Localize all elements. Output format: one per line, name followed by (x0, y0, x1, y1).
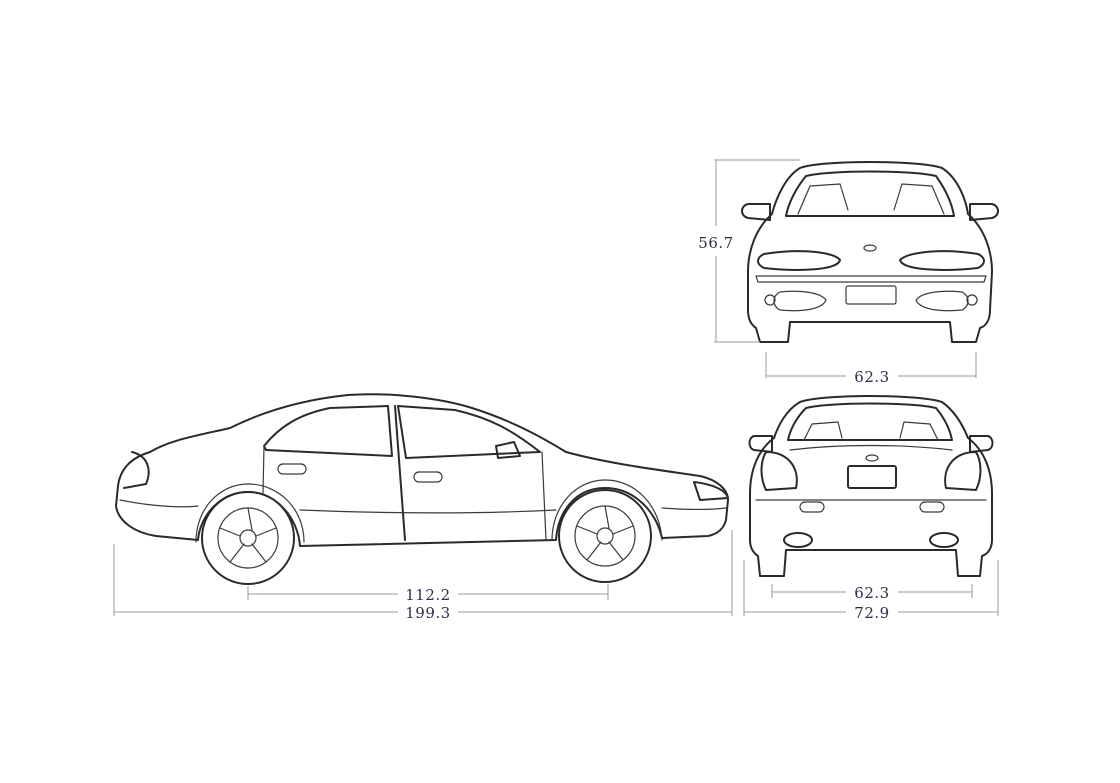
trunk-lid-line (789, 444, 953, 451)
b-pillar (394, 405, 406, 541)
rear-wheel (201, 491, 295, 585)
front-marker-left (764, 294, 776, 306)
headlight-left (757, 250, 841, 271)
front-door-edge (541, 451, 547, 541)
front-emblem (863, 244, 877, 252)
rear-seat-left (803, 421, 843, 441)
side-headlight (693, 481, 729, 501)
front-track-label: 62.3 (854, 368, 889, 386)
foglight-left (773, 290, 827, 312)
rear-mirror-left (748, 435, 773, 453)
overall-width-label: 72.9 (854, 604, 889, 622)
front-wheel (558, 489, 652, 583)
side-body-outline (115, 393, 729, 547)
rear-dimensions (743, 560, 999, 616)
exhaust-right (929, 532, 959, 548)
front-grille (755, 275, 987, 283)
front-crease (661, 507, 727, 511)
side-dimensions (113, 530, 733, 616)
taillight-right (944, 451, 982, 491)
overall-length-label: 199.3 (405, 604, 450, 622)
front-windshield (785, 170, 955, 217)
rear-plate (847, 465, 897, 489)
side-taillight (123, 451, 150, 489)
rear-door-handle (277, 463, 307, 475)
rear-track-label: 62.3 (854, 584, 889, 602)
front-seat-left (797, 183, 849, 215)
front-marker-right (966, 294, 978, 306)
foglight-right (915, 290, 969, 312)
front-mirror-left (741, 203, 771, 221)
side-front-window (397, 405, 541, 459)
front-wheel-arch (551, 479, 663, 541)
front-view (741, 161, 999, 343)
rear-mirror-right (969, 435, 994, 453)
rear-window (787, 402, 953, 441)
front-dimensions (714, 159, 977, 378)
rear-emblem (865, 454, 879, 462)
height-label: 56.7 (698, 234, 733, 252)
rear-wheel-arch (195, 483, 305, 543)
exhaust-left (783, 532, 813, 548)
side-view (115, 393, 729, 585)
front-seat-right (893, 183, 945, 215)
front-plate (845, 285, 897, 305)
rear-view (748, 395, 994, 577)
side-body-crease (299, 509, 557, 514)
side-window-line (263, 405, 393, 457)
rear-body-outline (749, 395, 993, 577)
headlight-right (899, 250, 985, 271)
rear-crease (119, 499, 199, 508)
rear-seat-right (899, 421, 939, 441)
side-mirror (495, 441, 521, 459)
reflector-left (799, 501, 825, 513)
reflector-right (919, 501, 945, 513)
taillight-left (760, 451, 798, 491)
front-door-handle (413, 471, 443, 483)
front-body-outline (747, 161, 993, 343)
front-mirror-right (969, 203, 999, 221)
wheelbase-label: 112.2 (405, 586, 450, 604)
